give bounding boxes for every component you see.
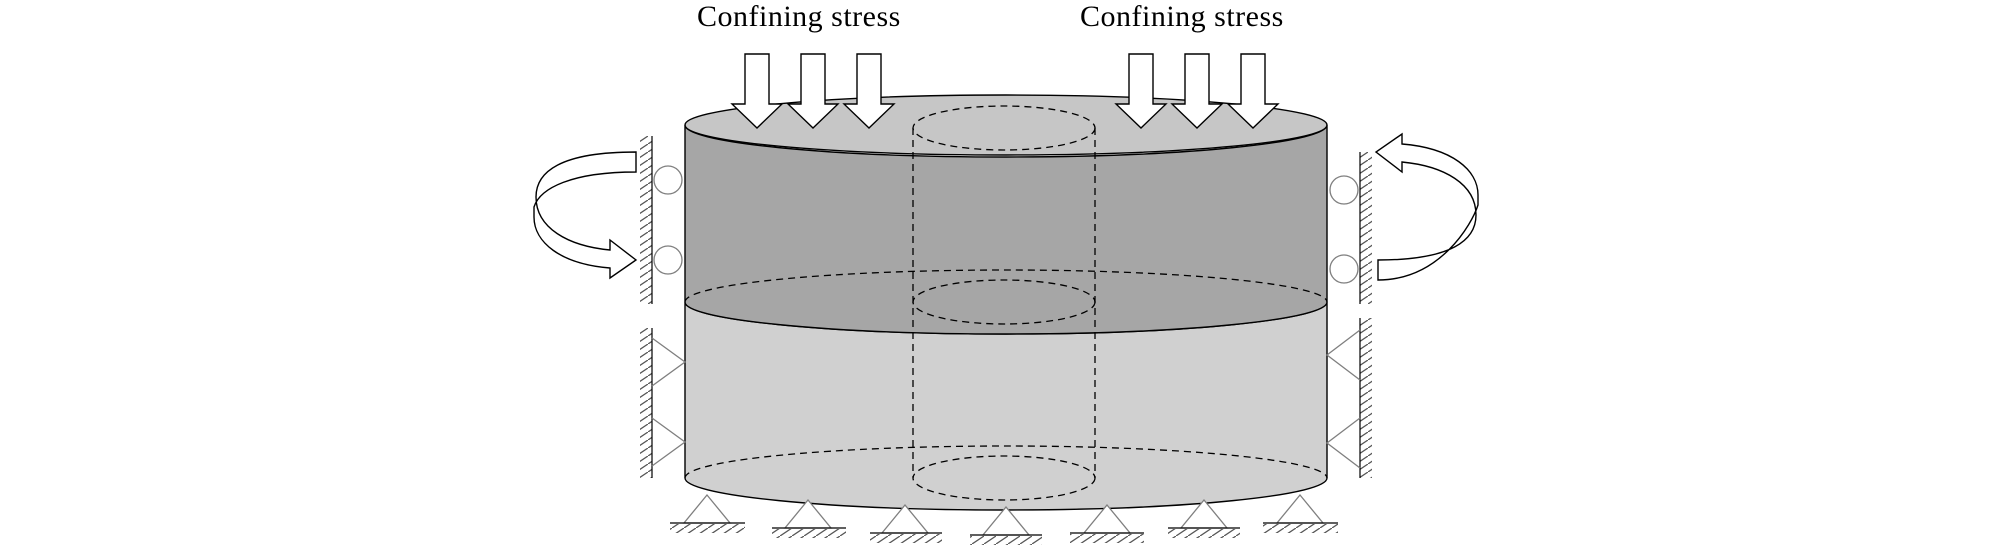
roller (653, 165, 683, 195)
pin-support (970, 505, 1042, 545)
right-roller-wall (1329, 152, 1372, 304)
roller (1329, 254, 1359, 284)
pin-support (651, 417, 687, 467)
pin-support (651, 337, 687, 387)
confining-stress-label-right: Confining stress (1080, 0, 1284, 33)
top-face (684, 94, 1328, 156)
pin-support (1325, 417, 1361, 469)
pin-support (1325, 329, 1361, 381)
inner-core-top-ellipse (912, 105, 1096, 151)
pin-support (1263, 493, 1338, 533)
interface-back-edge (684, 269, 1328, 303)
pin-support (1168, 498, 1240, 538)
stress-arrow (1226, 53, 1280, 129)
stress-arrow (786, 53, 840, 129)
upper-cylinder-body (684, 124, 1328, 335)
left-pin-wall (640, 328, 687, 478)
bottom-back-edge (684, 445, 1328, 479)
stress-arrow (1114, 53, 1168, 129)
pin-support (670, 493, 745, 533)
right-rotation-arrow (1374, 132, 1479, 281)
confining-stress-arrows (730, 53, 1280, 129)
roller (1329, 175, 1359, 205)
left-rotation-arrow (533, 151, 638, 280)
left-roller-wall (640, 136, 683, 304)
pin-support (772, 498, 846, 538)
right-pin-wall (1325, 318, 1372, 478)
roller (653, 245, 683, 275)
stress-arrow (730, 53, 784, 129)
stress-arrow (1170, 53, 1224, 129)
confining-stress-label-left: Confining stress (697, 0, 901, 33)
stress-arrow (842, 53, 896, 129)
hidden-lines (684, 128, 1328, 501)
bottom-supports (670, 493, 1338, 545)
pin-support (1070, 503, 1144, 543)
pin-support (870, 503, 942, 543)
